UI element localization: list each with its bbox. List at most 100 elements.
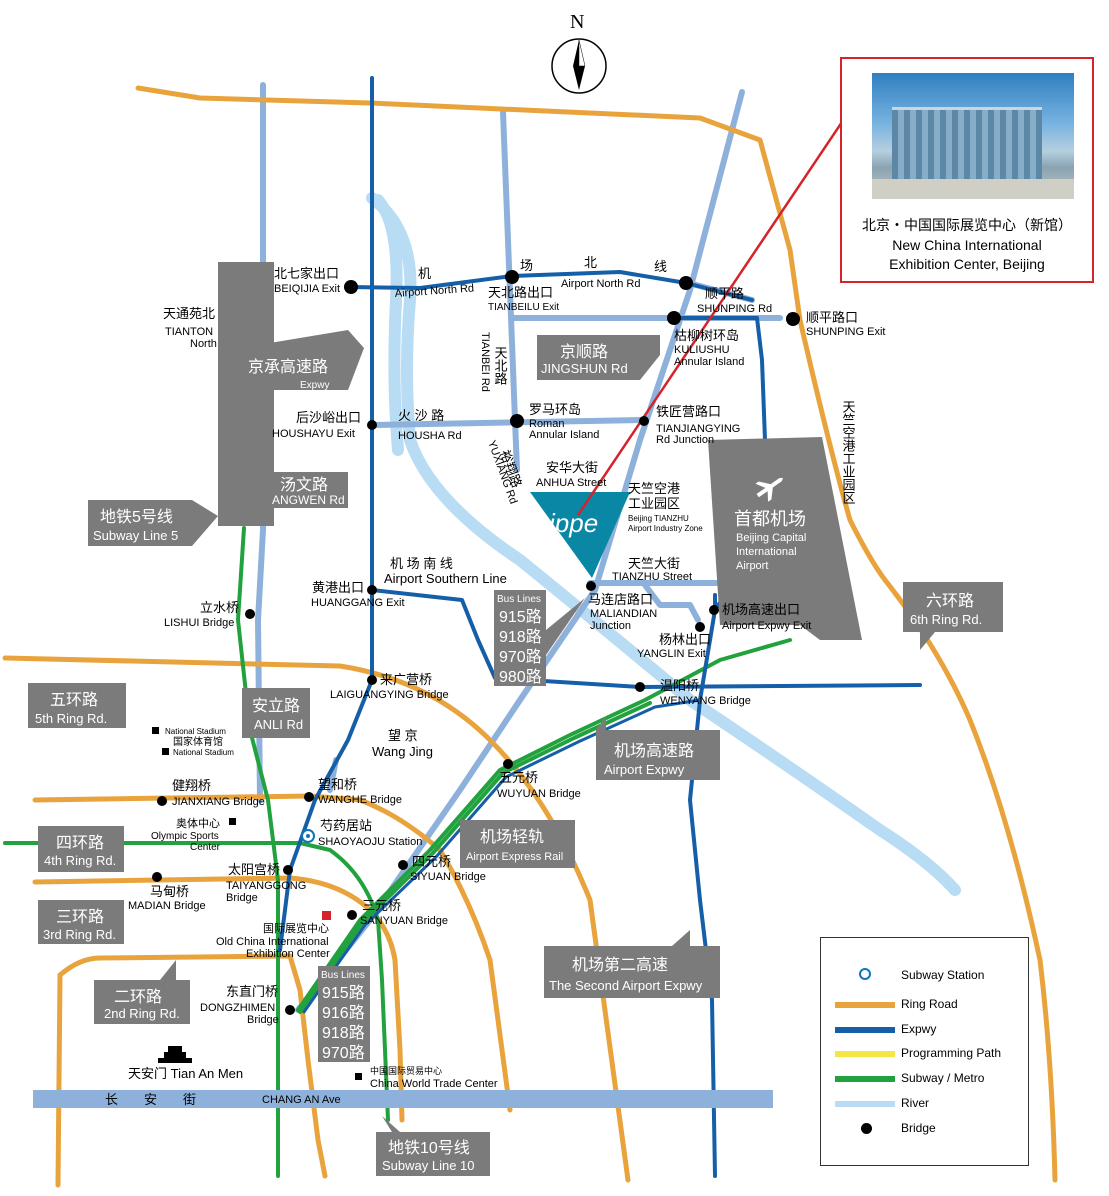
- svg-text:Subway Line 10: Subway Line 10: [382, 1158, 475, 1173]
- yanglin-en: YANGLIN Exit: [637, 648, 706, 660]
- stadium-cn: 国家体育馆: [173, 735, 223, 748]
- kuliushu-en1: KULIUSHU: [674, 344, 730, 356]
- tag-jingshun: 京顺路 JINGSHUN Rd: [537, 335, 660, 380]
- roman-en2: Annular Island: [529, 429, 599, 441]
- shunping-rd-en: SHUNPING Rd: [697, 303, 772, 315]
- svg-text:Bus Lines: Bus Lines: [321, 970, 365, 981]
- highlight-line: [576, 121, 844, 516]
- shunping-rd-cn: 顺平路: [705, 286, 744, 301]
- wenyang-cn: 温阳桥: [660, 678, 699, 693]
- road-jingshun: [295, 89, 745, 1013]
- kuliushu-cn: 枯柳树环岛: [674, 328, 739, 343]
- compass-n: N: [570, 11, 584, 33]
- tag-ring5: 五环路 5th Ring Rd.: [28, 683, 126, 728]
- airport-north-c2: 场: [520, 258, 535, 273]
- tag-airport-expwy: 机场高速路 Airport Expwy: [596, 716, 720, 780]
- stadium2-marker: [162, 748, 169, 755]
- svg-text:970路: 970路: [499, 648, 542, 666]
- svg-text:六环路: 六环路: [926, 592, 974, 610]
- bridge-shunping-rd: [679, 276, 693, 290]
- svg-text:汤文路: 汤文路: [280, 476, 328, 494]
- map-labels: 北七家出口 BEIQIJIA Exit 天通苑北 TIANTON North 天…: [128, 266, 885, 1090]
- wuyuan-cn: 五元桥: [499, 770, 538, 785]
- svg-text:The Second Airport Expwy: The Second Airport Expwy: [549, 978, 703, 993]
- subway-station-icon: [301, 829, 315, 843]
- airplane-icon: [755, 477, 784, 502]
- airport-cn: 首都机场: [734, 509, 806, 529]
- svg-text:ANLI Rd: ANLI Rd: [254, 717, 303, 732]
- line5-column: [218, 262, 274, 526]
- tianjiangying-en2: Rd Junction: [656, 434, 714, 446]
- airport-north-en1: Airport North Rd: [394, 282, 474, 300]
- tag-tangwen: 汤文路 ANGWEN Rd: [270, 472, 348, 508]
- tiananmen: 天安门 Tian An Men: [128, 1066, 243, 1081]
- svg-text:6th Ring Rd.: 6th Ring Rd.: [910, 612, 982, 627]
- venue-photo-box: 北京・中国国际展览中心（新馆） New China International …: [840, 57, 1094, 283]
- wangjing-cn: 望 京: [388, 728, 418, 743]
- olympic-en1: Olympic Sports: [151, 831, 219, 842]
- tianjiangying-cn: 铁匠营路口: [656, 404, 721, 419]
- yanglin-cn: 杨林出口: [659, 632, 711, 647]
- cwtc-en: China World Trade Center: [370, 1078, 498, 1090]
- subway-station-icon: [859, 968, 871, 980]
- stadium-marker: [152, 727, 159, 734]
- minor-roads: [255, 82, 783, 1013]
- old-center-cn: 国际展览中心: [263, 921, 329, 935]
- tianzhu-st-cn: 天竺大街: [628, 556, 680, 571]
- old-center-en1: Old China International: [216, 936, 329, 948]
- roman-en1: Roman: [529, 418, 564, 430]
- bridge-maliandian: [586, 581, 596, 591]
- airport-north-c3: 北: [584, 255, 599, 270]
- bridge-dongzhimen: [285, 1005, 295, 1015]
- ring4: [32, 793, 513, 1113]
- bridge-laiguangying: [367, 675, 377, 685]
- subway-airport-rail-2: [298, 701, 652, 1014]
- dongzhimen-en2: Bridge: [247, 1014, 279, 1026]
- tag-subway10: 地铁10号线 Subway Line 10: [376, 1116, 490, 1176]
- tiantong-en2: North: [190, 338, 217, 350]
- stadium-en2: National Stadium: [173, 748, 234, 757]
- svg-text:三环路: 三环路: [56, 908, 104, 926]
- laiguang-en: LAIGUANGYING Bridge: [330, 689, 449, 701]
- legend-subway-station: Subway Station: [835, 966, 1025, 986]
- huanggang-cn: 黄港出口: [312, 580, 364, 595]
- siyuan-en: SIYUAN Bridge: [410, 871, 486, 883]
- cwtc-marker: [355, 1073, 362, 1080]
- svg-text:京承高速路: 京承高速路: [248, 358, 328, 376]
- maliandian-cn: 马连店路口: [588, 592, 653, 607]
- bridge-wuyuan: [503, 759, 513, 769]
- bridge-dot-icon: [861, 1123, 872, 1134]
- svg-text:Bus Lines: Bus Lines: [497, 594, 541, 605]
- legend-subway-metro: Subway / Metro: [835, 1069, 1025, 1089]
- shunping-exit-en: SHUNPING Exit: [806, 326, 885, 338]
- tag-ring4: 四环路 4th Ring Rd.: [38, 826, 124, 872]
- bridges: [152, 270, 800, 1015]
- legend-expwy: Expwy: [835, 1020, 1025, 1040]
- road-tags: 地铁5号线 Subway Line 5 京承高速路 Expwy 汤文路 ANGW…: [28, 330, 1003, 1176]
- housha-cn: 火 沙 路: [398, 408, 444, 423]
- photo-caption-en2: Exhibition Center, Beijing: [889, 256, 1045, 272]
- legend-river: River: [835, 1094, 1025, 1114]
- expwy-airport-north: [348, 270, 754, 302]
- bridge-jianxiang: [157, 796, 167, 806]
- svg-text:915路: 915路: [322, 984, 365, 1002]
- kuliushu-en2: Annular Island: [674, 356, 744, 368]
- maliandian-en2: Junction: [590, 620, 631, 632]
- tag-airport-rail: 机场轻轨 Airport Express Rail: [460, 820, 575, 868]
- tag-ring6: 六环路 6th Ring Rd.: [903, 582, 1003, 650]
- svg-text:5th Ring Rd.: 5th Ring Rd.: [35, 711, 107, 726]
- dongzhimen-en1: DONGZHIMEN: [200, 1002, 275, 1014]
- svg-text:918路: 918路: [322, 1024, 365, 1042]
- airport-en2: International: [736, 546, 797, 558]
- bridge-kuliushu: [667, 311, 681, 325]
- maliandian-en1: MALIANDIAN: [590, 608, 657, 620]
- rivers: [366, 192, 961, 896]
- expwy-airport-southern: [370, 588, 922, 689]
- bridge-taiyanggong: [283, 865, 293, 875]
- tianjiangying-en1: TIANJIANGYING: [656, 423, 740, 435]
- svg-text:ANGWEN Rd: ANGWEN Rd: [272, 493, 345, 507]
- wuyuan-en: WUYUAN Bridge: [497, 788, 581, 800]
- airport-en3: Airport: [736, 560, 768, 572]
- tianzhu-zone-en1: Beijing TIANZHU: [628, 514, 689, 523]
